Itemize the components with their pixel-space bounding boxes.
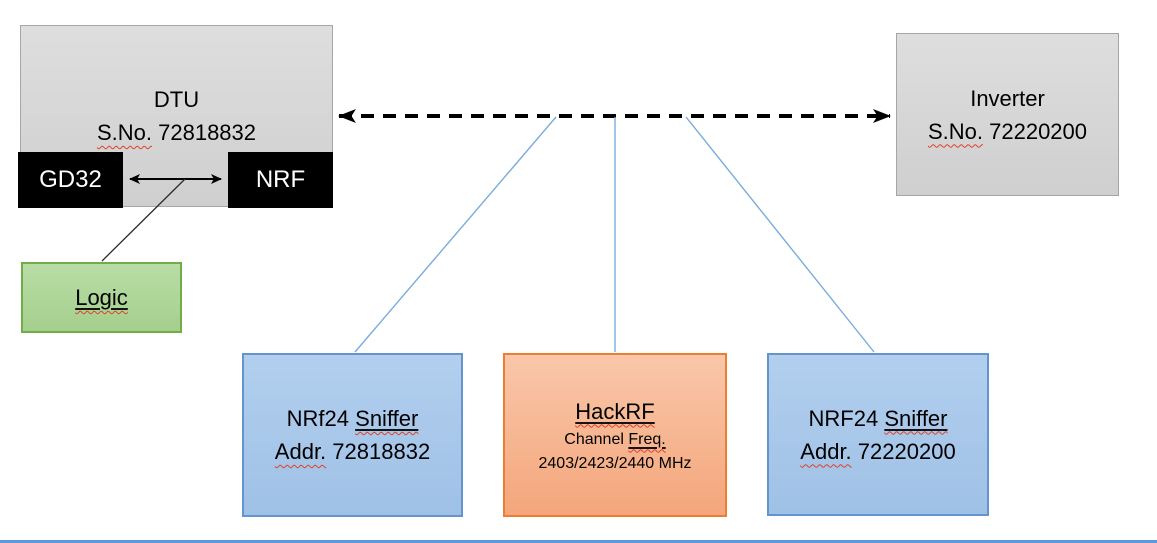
hackrf-title-underline: HackRF <box>575 399 654 424</box>
sniffer-left-address: 72818832 <box>332 439 431 464</box>
bottom-edge-line <box>0 540 1157 543</box>
gd32-chip-box: GD32 <box>18 152 123 208</box>
dtu-serial: S.No. 72818832 <box>97 116 256 149</box>
inverter-box: Inverter S.No. 72220200 <box>896 33 1119 196</box>
dtu-title: DTU <box>153 87 200 112</box>
sniffer-right-name: NRF24 Sniffer <box>809 402 948 435</box>
inverter-serial: S.No. 72220200 <box>928 115 1087 148</box>
hackrf-frequencies: 2403/2423/2440 MHz <box>538 454 692 472</box>
dtu-serial-label: S.No. <box>96 120 152 145</box>
sniffer-left-word: Sniffer <box>355 406 419 431</box>
inverter-title: Inverter <box>970 85 1045 111</box>
logic-analyzer-box: Logic <box>21 262 182 333</box>
hackrf-box: HackRF Channel Freq. 2403/2423/2440 MHz <box>503 353 727 517</box>
sniffer-left-device: NRf24 <box>286 406 350 431</box>
sniffer-right-address: 72220200 <box>857 438 956 464</box>
sniffer-right-word-underline: Sniffer <box>884 406 947 431</box>
logic-label: Logic <box>75 285 128 310</box>
tap-line-sniffer-left <box>354 116 557 353</box>
sniffer-right-address-line: Addr. 72220200 <box>800 435 955 468</box>
inverter-serial-number: 72220200 <box>989 118 1088 144</box>
sniffer-left-box: NRf24 Sniffer Addr. 72818832 <box>242 353 463 517</box>
sniffer-left-name: NRf24 Sniffer <box>287 402 419 435</box>
sniffer-right-word: Sniffer <box>884 405 948 431</box>
logic-label-underline: Logic <box>75 285 128 310</box>
hackrf-freq-word: Freq. <box>628 430 666 448</box>
tap-line-sniffer-right <box>685 116 875 353</box>
sniffer-right-box: NRF24 Sniffer Addr. 72220200 <box>767 353 989 516</box>
logic-label-line: Logic <box>75 281 128 314</box>
hackrf-title: HackRF <box>575 398 655 424</box>
sniffer-left-address-line: Addr. 72818832 <box>275 435 430 468</box>
sniffer-left-word-underline: Sniffer <box>355 406 418 431</box>
sniffer-left-addr-label: Addr. <box>274 439 327 464</box>
inverter-serial-label: S.No. <box>927 118 983 144</box>
hackrf-channel-word: Channel <box>564 430 624 448</box>
nrf-chip-box: NRF <box>228 152 333 208</box>
dtu-serial-number: 72818832 <box>158 120 257 145</box>
sniffer-right-device: NRF24 <box>808 405 879 431</box>
hackrf-channel-line: Channel Freq. <box>564 428 665 452</box>
sniffer-right-addr-label: Addr. <box>800 438 852 464</box>
gd32-label: GD32 <box>39 166 102 193</box>
hackrf-freq-underline: Freq. <box>628 431 665 448</box>
nrf-label: NRF <box>255 166 306 193</box>
hackrf-title-line: HackRF <box>575 395 654 428</box>
